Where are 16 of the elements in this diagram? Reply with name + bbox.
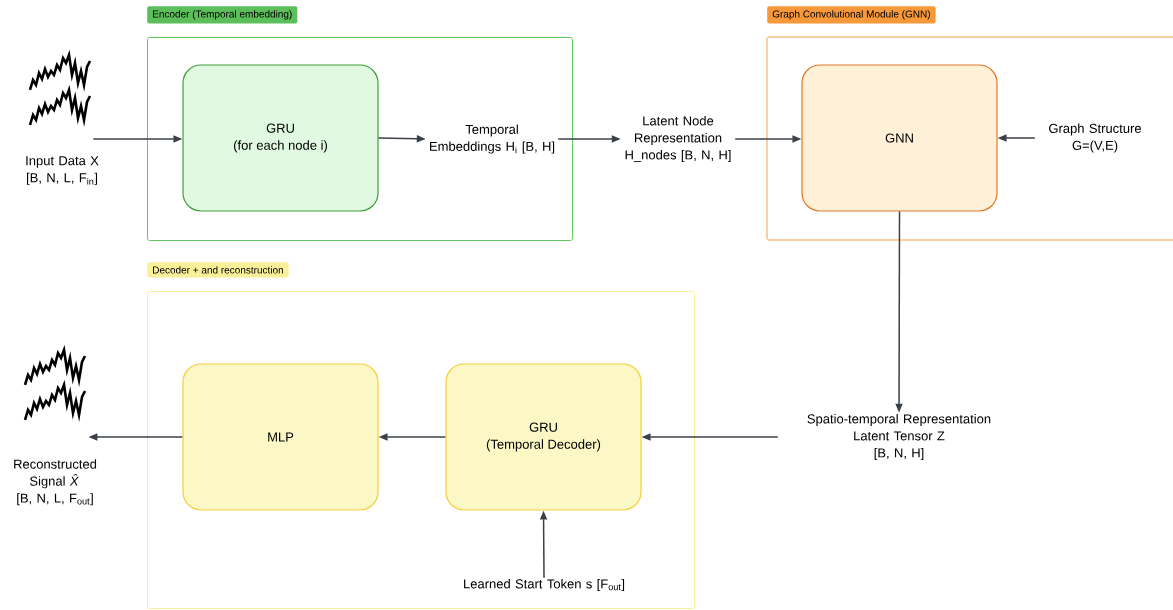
data-label: Learned Start Token s [F$_{out}$] [464,578,625,592]
group-heading: Decoder + and reconstruction [147,262,289,278]
node-caption: Reconstructed Signal X̂ [B, N, L, F$_{out}$] [14,459,97,506]
process-box: MLP [182,363,379,511]
process-box: GNN [801,64,998,212]
data-label: Temporal Embeddings H$_{i}$ [B, H] [430,124,555,154]
data-label: Spatio-temporal Representation Latent Tensor Z [B, N, H] [807,413,991,461]
group-heading: Encoder (Temporal embedding) [147,6,298,24]
signal-drawing [28,49,92,127]
node-caption: Input Data X [B, N, L, F$_{in}$] [26,156,99,185]
data-label: Graph Structure G=(V,E) [1049,123,1141,153]
process-box: GRU (Temporal Decoder) [445,363,642,511]
signal-drawing [23,344,87,422]
data-label: Latent Node Representation H_nodes [B, N, H] [625,115,731,163]
process-box: GRU (for each node i) [182,64,379,212]
group-heading: Graph Convolutional Module (GNN) [767,6,936,24]
